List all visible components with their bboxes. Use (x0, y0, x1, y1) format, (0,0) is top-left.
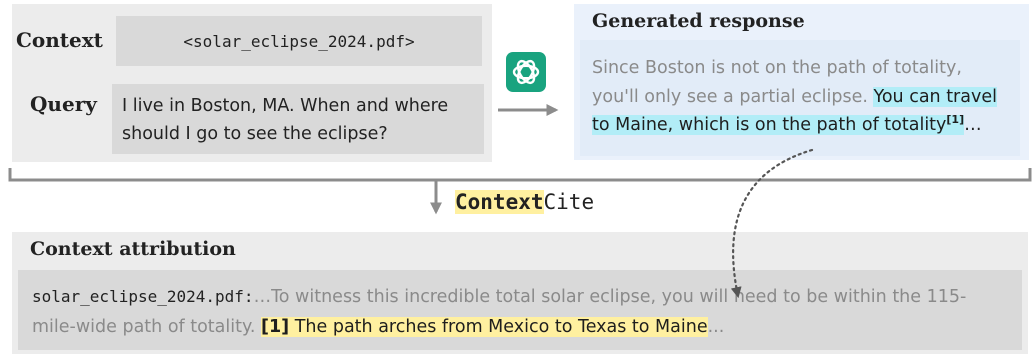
context-file-box: <solar_eclipse_2024.pdf> (116, 16, 482, 66)
attribution-highlighted-source: [1] The path arches from Mexico to Texas… (260, 317, 708, 337)
response-plain-text: Since Boston is not on the path of total… (592, 58, 962, 107)
attribution-source-name: solar_eclipse_2024.pdf: (32, 287, 254, 306)
context-label: Context (16, 28, 103, 52)
response-box: Since Boston is not on the path of total… (580, 40, 1020, 156)
method-name-rest: Cite (543, 190, 595, 214)
attribution-highlighted-segment: The path arches from Mexico to Texas to … (289, 317, 708, 337)
method-name-strong: Context (455, 190, 544, 214)
bracket-line (8, 168, 1032, 182)
contextcite-logo: ContextCite (455, 190, 594, 214)
response-highlighted-segment: You can travel to Maine, which is on the… (592, 86, 997, 136)
context-file-name: <solar_eclipse_2024.pdf> (183, 31, 415, 51)
response-citation-marker: [1] (946, 113, 965, 127)
citation-link-arrow (730, 148, 814, 299)
response-title: Generated response (592, 10, 805, 32)
query-text: I live in Boston, MA. When and where sho… (122, 96, 449, 144)
query-label: Query (30, 92, 97, 116)
attribution-box: solar_eclipse_2024.pdf:…To witness this … (18, 270, 1022, 350)
attribution-title: Context attribution (30, 238, 236, 260)
openai-logo-icon (506, 52, 546, 92)
attribution-context-text: …To witness this incredible total solar … (32, 287, 967, 337)
response-ellipsis: … (964, 115, 982, 135)
attribution-ellipsis: ... (707, 317, 725, 337)
query-box: I live in Boston, MA. When and where sho… (112, 84, 484, 154)
attribution-citation-marker: [1] (260, 317, 290, 337)
